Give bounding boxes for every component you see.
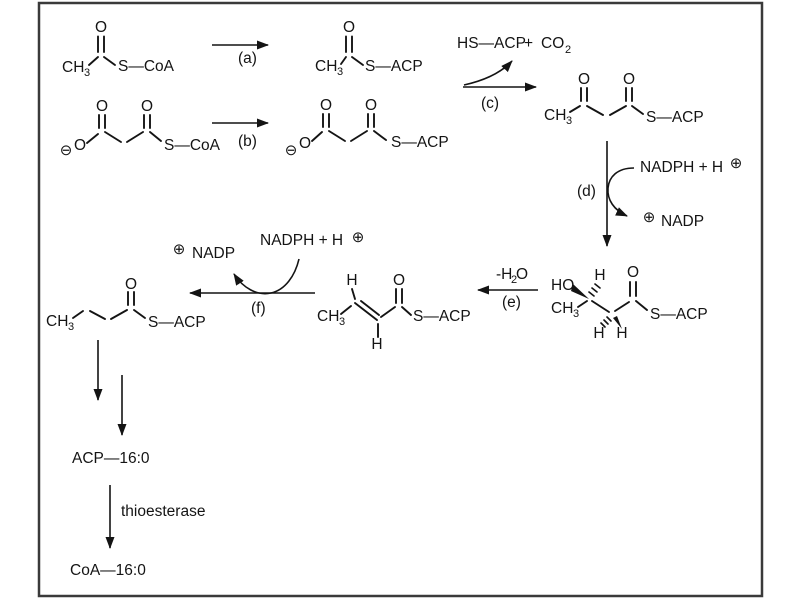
- atom-label-o: O: [623, 71, 635, 88]
- product-acp-16-0: ACP—16:0: [72, 450, 150, 467]
- structure-acetyl-acp: O CH 3 S—ACP: [315, 19, 423, 78]
- cofactor-nadp: NADP: [192, 245, 235, 262]
- atom-label-h: H: [346, 272, 357, 289]
- cofactor-nadph: NADPH + H: [260, 232, 343, 249]
- byproduct-hs-acp: HS—ACP: [457, 35, 526, 52]
- plus-charge-icon: ⊕: [730, 155, 743, 172]
- plus-charge-icon: ⊕: [643, 209, 656, 226]
- arrow-step-b: (b): [212, 118, 269, 150]
- figure-border: [37, 1, 764, 598]
- atom-label-s-acp: S—ACP: [365, 58, 423, 75]
- structure-hydroxybutyryl-acp: HO H CH 3 H H O S—ACP: [551, 264, 708, 342]
- atom-label-ch: CH: [544, 107, 566, 124]
- atom-label-h: H: [593, 325, 604, 342]
- minus-h2o-label: -H: [496, 266, 512, 283]
- step-label-a: (a): [238, 50, 257, 67]
- atom-label-o: O: [365, 97, 377, 114]
- minus-charge-icon: ⊖: [285, 142, 298, 159]
- cofactor-nadp: NADP: [661, 213, 704, 230]
- atom-label-s-acp: S—ACP: [413, 308, 471, 325]
- atom-label-ch: CH: [315, 58, 337, 75]
- atom-label-o: O: [393, 272, 405, 289]
- atom-label-h: H: [616, 325, 627, 342]
- step-label-e: (e): [502, 294, 521, 311]
- curved-arrow-nadph-f: [233, 258, 300, 295]
- atom-label-s-acp: S—ACP: [391, 134, 449, 151]
- wedge-bond-ho: [571, 284, 589, 299]
- elongation-arrows: [93, 340, 127, 436]
- minus-h2o-o: O: [516, 266, 528, 283]
- enzyme-thioesterase-label: thioesterase: [121, 503, 205, 520]
- atom-label-o: O: [96, 98, 108, 115]
- arrow-step-f: ⊕ NADP NADPH + H ⊕ (f): [173, 229, 365, 317]
- structure-malonyl-acp: ⊖ O O O S—ACP: [285, 97, 449, 159]
- atom-label-ch: CH: [317, 308, 339, 325]
- wedge-bond-h: [613, 316, 622, 329]
- plus-charge-icon: ⊕: [352, 229, 365, 246]
- atom-label-sub3: 3: [573, 308, 579, 320]
- atom-label-o: O: [343, 19, 355, 36]
- step-label-f: (f): [251, 300, 266, 317]
- byproduct-co2-sub: 2: [565, 44, 571, 56]
- final-products: ACP—16:0 thioesterase CoA—16:0: [70, 450, 205, 579]
- atom-label-s-acp: S—ACP: [148, 314, 206, 331]
- structure-malonyl-coa: ⊖ O O O S—CoA: [60, 98, 221, 159]
- atom-label-s-coa: S—CoA: [164, 137, 221, 154]
- atom-label-ch: CH: [46, 313, 68, 330]
- minus-h2o-sub: 2: [511, 274, 517, 286]
- plus-sign: +: [524, 35, 533, 52]
- product-coa-16-0: CoA—16:0: [70, 562, 146, 579]
- atom-label-o: O: [95, 19, 107, 36]
- atom-label-s-acp: S—ACP: [650, 306, 708, 323]
- atom-label-o-charge: O: [74, 137, 86, 154]
- arrow-step-e: -H 2 O (e): [477, 266, 538, 311]
- atom-label-o: O: [125, 276, 137, 293]
- structure-acetoacetyl-acp: CH 3 O O S—ACP: [544, 71, 704, 127]
- curved-arrow-co2-release: [463, 60, 513, 86]
- plus-charge-icon: ⊕: [173, 241, 186, 258]
- arrow-step-a: (a): [212, 40, 269, 67]
- atom-label-sub3: 3: [84, 67, 90, 79]
- atom-label-ch: CH: [62, 59, 84, 76]
- atom-label-o: O: [320, 97, 332, 114]
- arrow-step-c: HS—ACP + CO 2 (c): [457, 35, 571, 112]
- atom-label-o: O: [141, 98, 153, 115]
- atom-label-sub3: 3: [68, 321, 74, 333]
- structure-acetyl-coa: O CH 3 S—CoA: [62, 19, 175, 79]
- atom-label-s-acp: S—ACP: [646, 109, 704, 126]
- structure-butyryl-acp: CH 3 O S—ACP: [46, 276, 206, 333]
- curved-arrow-nadph-d: [607, 167, 635, 217]
- atom-label-sub3: 3: [337, 66, 343, 78]
- atom-label-o-charge: O: [299, 135, 311, 152]
- atom-label-ho: HO: [551, 277, 574, 294]
- atom-label-s-coa: S—CoA: [118, 58, 175, 75]
- minus-charge-icon: ⊖: [60, 142, 73, 159]
- atom-label-ch: CH: [551, 300, 573, 317]
- atom-label-h: H: [594, 267, 605, 284]
- cofactor-nadph: NADPH + H: [640, 159, 723, 176]
- atom-label-o: O: [578, 71, 590, 88]
- step-label-b: (b): [238, 133, 257, 150]
- byproduct-co2: CO: [541, 35, 564, 52]
- arrow-step-d: NADPH + H ⊕ (d) ⊕ NADP: [577, 141, 743, 247]
- atom-label-h: H: [371, 336, 382, 353]
- step-label-d: (d): [577, 183, 596, 200]
- structure-crotonyl-acp: H CH 3 H O S—ACP: [317, 272, 471, 353]
- atom-label-sub3: 3: [566, 115, 572, 127]
- step-label-c: (c): [481, 95, 499, 112]
- atom-label-sub3: 3: [339, 316, 345, 328]
- atom-label-o: O: [627, 264, 639, 281]
